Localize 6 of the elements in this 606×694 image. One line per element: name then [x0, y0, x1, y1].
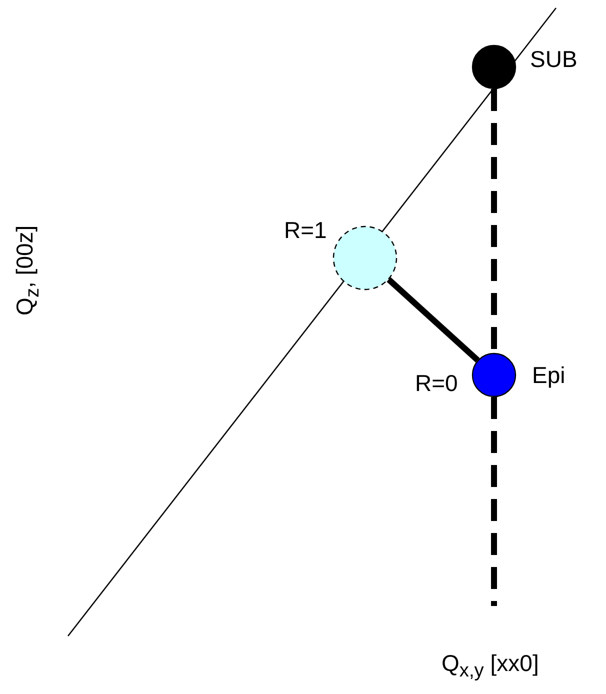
peak-label: Epi [532, 364, 566, 387]
connector-line [386, 277, 480, 362]
peak-label: SUB [530, 48, 578, 71]
axis-label: Q$_{x,y}$ [xx0] [442, 652, 539, 680]
peak-label: R=1 [284, 219, 327, 242]
peak-label: R=0 [415, 372, 458, 395]
